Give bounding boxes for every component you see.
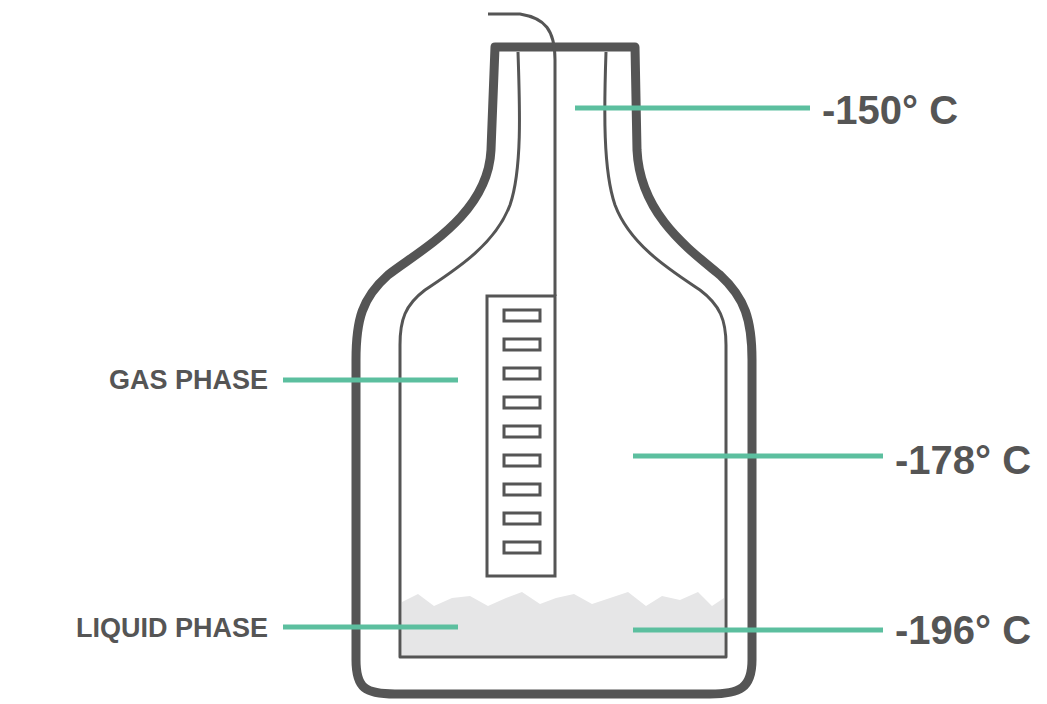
sample-rack: [487, 296, 555, 576]
rack-handle-wire: [488, 14, 555, 296]
temperature-label: -150° C: [822, 90, 958, 130]
leader-line: [283, 625, 458, 630]
rack-slot: [504, 339, 540, 350]
phase-label: LIQUID PHASE: [76, 615, 268, 642]
liquid-nitrogen: [402, 592, 724, 656]
phase-label: GAS PHASE: [109, 367, 268, 394]
rack-slot: [504, 455, 540, 466]
rack-slot: [504, 368, 540, 379]
leader-line: [633, 454, 883, 459]
rack-slot: [504, 397, 540, 408]
leader-line: [575, 106, 810, 111]
leader-line: [283, 378, 458, 383]
leader-line: [633, 628, 883, 633]
temperature-label: -178° C: [895, 440, 1031, 480]
rack-slot: [504, 310, 540, 321]
flask-inner-wall: [400, 52, 726, 657]
rack-slot: [504, 484, 540, 495]
rack-slot: [504, 426, 540, 437]
rack-slot: [504, 542, 540, 553]
temperature-label: -196° C: [895, 610, 1031, 650]
rack-slot: [504, 513, 540, 524]
rack-slots: [504, 310, 540, 553]
